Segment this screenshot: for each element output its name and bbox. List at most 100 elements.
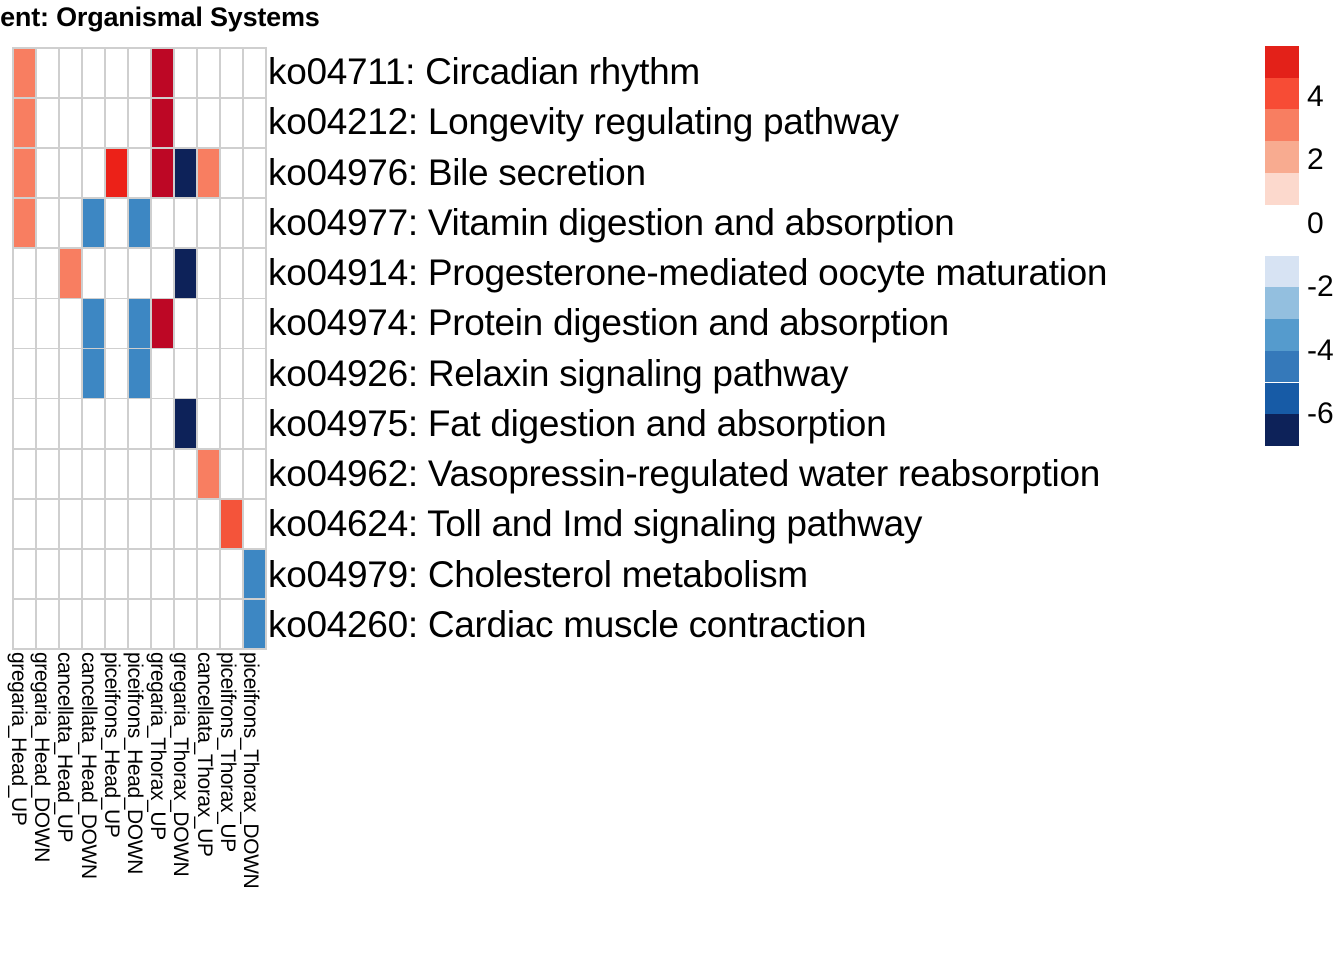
- heatmap-row-label: ko04975: Fat digestion and absorption: [268, 402, 887, 444]
- heatmap-cell: [197, 349, 220, 398]
- heatmap-cell: [59, 599, 82, 649]
- heatmap-cell: [105, 499, 128, 549]
- heatmap-cell: [82, 599, 105, 649]
- heatmap-row-label: ko04914: Progesterone-mediated oocyte ma…: [268, 252, 1108, 293]
- heatmap-cell: [220, 349, 243, 398]
- heatmap-cell: [59, 549, 82, 599]
- heatmap-cell: [197, 148, 220, 198]
- heatmap-column-label: gregaria_Thorax_UP: [146, 652, 170, 840]
- heatmap-cell: [243, 299, 266, 348]
- heatmap-cell: [82, 198, 105, 248]
- heatmap-cell: [36, 98, 59, 148]
- colorbar-band-negative: [1265, 414, 1299, 446]
- heatmap-cell: [128, 549, 151, 599]
- heatmap-cell: [59, 249, 82, 298]
- heatmap-cell: [13, 399, 36, 448]
- heatmap-cell: [220, 98, 243, 148]
- heatmap-cell: [105, 399, 128, 448]
- heatmap-cell: [105, 98, 128, 148]
- heatmap-cell: [243, 349, 266, 398]
- heatmap-cell: [82, 399, 105, 448]
- heatmap-cell: [36, 148, 59, 198]
- heatmap-cell: [105, 148, 128, 198]
- colorbar-tick-label: 0: [1307, 206, 1324, 240]
- heatmap-column-label: cancellata_Head_DOWN: [76, 652, 100, 879]
- heatmap-cell: [220, 599, 243, 649]
- heatmap-cell: [128, 48, 151, 98]
- heatmap-cell: [243, 249, 266, 298]
- colorbar-band-positive: [1265, 141, 1299, 173]
- heatmap-cell: [128, 599, 151, 649]
- heatmap-cell: [151, 599, 174, 649]
- heatmap-cell: [59, 299, 82, 348]
- heatmap-cell: [82, 349, 105, 398]
- heatmap-cell: [36, 349, 59, 398]
- heatmap-column-label: cancellata_Thorax_UP: [192, 652, 216, 857]
- heatmap-cell: [197, 599, 220, 649]
- heatmap-cell: [13, 449, 36, 499]
- heatmap-cell: [243, 599, 266, 649]
- heatmap-cell: [13, 349, 36, 398]
- heatmap-cell: [36, 198, 59, 248]
- heatmap-cell: [220, 249, 243, 298]
- heatmap-column-label: gregaria_Head_DOWN: [30, 652, 54, 862]
- heatmap-grid: [12, 47, 267, 650]
- heatmap-cell: [59, 449, 82, 499]
- heatmap-cell: [243, 48, 266, 98]
- heatmap-cell: [13, 148, 36, 198]
- heatmap-row-label: ko04260: Cardiac muscle contraction: [268, 603, 867, 645]
- heatmap-cell: [220, 549, 243, 599]
- heatmap-cell: [243, 549, 266, 599]
- colorbar-tick-label: 4: [1307, 79, 1324, 113]
- heatmap-cell: [36, 249, 59, 298]
- colorbar-band-positive: [1265, 109, 1299, 142]
- heatmap-cell: [82, 98, 105, 148]
- heatmap-cell: [105, 249, 128, 298]
- heatmap-cell: [220, 299, 243, 348]
- heatmap-cell: [128, 349, 151, 398]
- page-title: hment: Organismal Systems: [0, 2, 320, 32]
- heatmap-cell: [174, 98, 197, 148]
- heatmap-cell: [59, 349, 82, 398]
- heatmap-column-label: piceifrons_Thorax_DOWN: [238, 652, 262, 889]
- heatmap-cell: [82, 449, 105, 499]
- colorbar-tick-label: -6: [1307, 397, 1334, 431]
- heatmap-row-label: ko04977: Vitamin digestion and absorptio…: [268, 201, 955, 243]
- heatmap-cell: [13, 499, 36, 549]
- heatmap-cell: [82, 249, 105, 298]
- heatmap-cell: [197, 249, 220, 298]
- heatmap-cell: [36, 449, 59, 499]
- heatmap-cell: [82, 549, 105, 599]
- heatmap-cell: [36, 48, 59, 98]
- heatmap-row-label: ko04979: Cholesterol metabolism: [268, 553, 808, 595]
- heatmap-cell: [105, 449, 128, 499]
- heatmap-cell: [197, 98, 220, 148]
- heatmap-cell: [105, 549, 128, 599]
- heatmap-cell: [105, 48, 128, 98]
- heatmap-cell: [243, 499, 266, 549]
- heatmap-cell: [220, 48, 243, 98]
- heatmap-cell: [174, 349, 197, 398]
- heatmap-cell: [59, 48, 82, 98]
- colorbar-band-negative: [1265, 382, 1299, 415]
- colorbar-tick-label: -2: [1307, 270, 1334, 304]
- heatmap-cell: [220, 449, 243, 499]
- heatmap-cell: [36, 549, 59, 599]
- heatmap-cell: [105, 198, 128, 248]
- heatmap-cell: [197, 499, 220, 549]
- heatmap-cell: [174, 299, 197, 348]
- heatmap-cell: [243, 148, 266, 198]
- heatmap-cell: [13, 98, 36, 148]
- heatmap-cell: [13, 299, 36, 348]
- heatmap-row-label: ko04976: Bile secretion: [268, 151, 646, 193]
- heatmap-cell: [197, 449, 220, 499]
- heatmap-cell: [151, 399, 174, 448]
- heatmap-cell: [36, 499, 59, 549]
- colorbar-band-positive: [1265, 46, 1299, 78]
- heatmap-cell: [13, 48, 36, 98]
- heatmap-cell: [151, 349, 174, 398]
- heatmap-cell: [128, 98, 151, 148]
- heatmap-cell: [36, 299, 59, 348]
